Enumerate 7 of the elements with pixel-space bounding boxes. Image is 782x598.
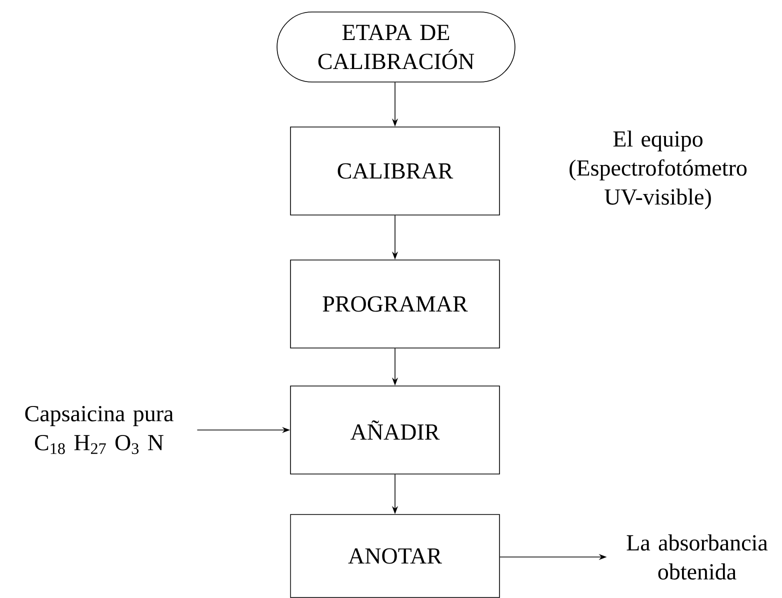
text-label: Capsaicina pura C$_{18}$ H$_{27}$ O$_{3}$ N: [25, 406, 174, 454]
process-box: PROGRAMAR: [290, 260, 500, 348]
process-box: ANOTAR: [290, 514, 500, 598]
text-label: La absorbancia obtenida: [626, 534, 768, 580]
note-text: El equipo (Espectrofotómetro UV-visible): [570, 130, 747, 210]
process-box: AÑADIR: [290, 386, 500, 474]
process-box: CALIBRAR: [290, 126, 500, 216]
